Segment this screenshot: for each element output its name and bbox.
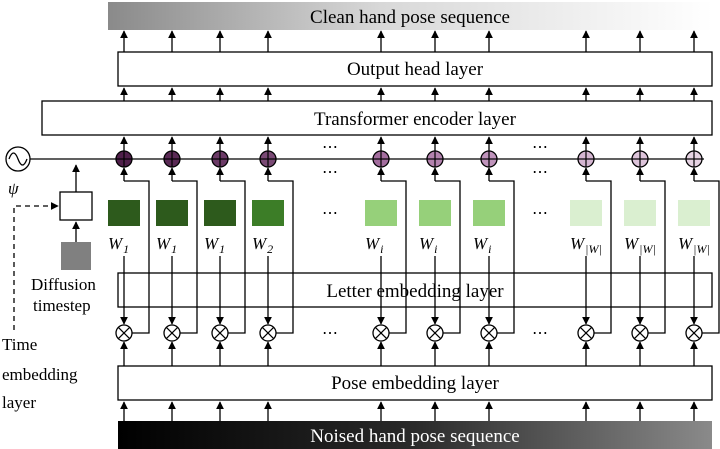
residual-bracket-0: [124, 180, 150, 334]
letter-block-2: [204, 200, 236, 226]
letter-label-main-2: W: [204, 234, 220, 253]
residual-bracket-2: [220, 180, 246, 334]
letter-label-sub-1: 1: [171, 242, 177, 256]
transformer-encoder-layer-label: Transformer encoder layer: [314, 109, 517, 130]
ellipsis-bottom-2: ⋯: [532, 325, 548, 342]
diffusion-timestep-block: [61, 242, 91, 270]
letter-block-8: [624, 200, 656, 226]
letter-label-3: W2: [252, 234, 273, 256]
multiply-node-cross-b-5: [428, 326, 442, 340]
multiply-node-cross-b-0: [117, 326, 131, 340]
residual-bracket-1: [172, 180, 198, 334]
letter-label-sub-8: |W|: [639, 242, 656, 256]
ellipsis-top-3: ⋯: [532, 139, 548, 156]
letter-label-sub-4: i: [380, 242, 383, 256]
ellipsis-bottom-1: ⋯: [322, 325, 338, 342]
letter-label-4: Wi: [365, 234, 384, 256]
multiply-node-cross-b-6: [482, 326, 496, 340]
letter-block-1: [156, 200, 188, 226]
letter-label-main-5: W: [419, 234, 435, 253]
multiply-node-cross-b-9: [687, 326, 701, 340]
residual-bracket-9: [694, 180, 720, 334]
psi-symbol: ψ: [8, 179, 19, 198]
ellipsis-top-1: ⋯: [322, 139, 338, 156]
residual-bracket-8: [640, 180, 666, 334]
letter-label-1: W1: [156, 234, 177, 256]
letter-label-sub-0: 1: [123, 242, 129, 256]
residual-bracket-6: [489, 180, 515, 334]
letter-label-9: W|W|: [678, 234, 710, 256]
clean-sequence-label: Clean hand pose sequence: [310, 7, 510, 28]
output-head-layer-box: [117, 51, 713, 87]
residual-bracket-3: [268, 180, 294, 334]
letter-block-7: [570, 200, 602, 226]
residual-bracket-4: [381, 180, 407, 334]
pose-embedding-layer-box: [117, 365, 713, 401]
ellipsis-mid-1: ⋯: [322, 205, 338, 222]
letter-embedding-layer-label: Letter embedding layer: [326, 281, 504, 302]
residual-bracket-5: [435, 180, 461, 334]
noised-sequence-banner: [118, 421, 712, 449]
time-embedding-dashed-arrow: [13, 202, 59, 330]
sine-wave-icon: [8, 152, 28, 166]
letter-label-7: W|W|: [570, 234, 602, 256]
letter-label-2: W1: [204, 234, 225, 256]
ellipsis-top-4: ⋯: [532, 164, 548, 181]
time-embedding-label-line3: layer: [2, 393, 36, 412]
letter-label-sub-7: |W|: [585, 242, 602, 256]
letter-label-sub-3: 2: [267, 242, 273, 256]
letter-label-6: Wi: [473, 234, 492, 256]
letter-label-sub-5: i: [434, 242, 437, 256]
letter-label-sub-9: |W|: [693, 242, 710, 256]
letter-label-main-4: W: [365, 234, 381, 253]
ellipsis-top-2: ⋯: [322, 164, 338, 181]
time-embedding-label-line2: embedding: [2, 365, 78, 384]
output-head-layer-label: Output head layer: [347, 59, 484, 80]
letter-embedding-layer-box: [117, 272, 713, 308]
time-embedding-label-line1: Time: [2, 335, 37, 354]
ellipsis-mid-2: ⋯: [532, 205, 548, 222]
multiply-node-cross-b-7: [579, 326, 593, 340]
multiply-node-cross-b-1: [165, 326, 179, 340]
letter-block-3: [252, 200, 284, 226]
residual-bracket-7: [586, 180, 612, 334]
letter-block-5: [419, 200, 451, 226]
letter-block-0: [108, 200, 140, 226]
letter-label-5: Wi: [419, 234, 438, 256]
letter-label-sub-2: 1: [219, 242, 225, 256]
letter-label-main-9: W: [678, 234, 694, 253]
clean-sequence-banner: [108, 2, 713, 30]
letter-label-main-0: W: [108, 234, 124, 253]
transformer-encoder-layer-box: [41, 100, 713, 136]
letter-label-main-7: W: [570, 234, 586, 253]
letter-block-9: [678, 200, 710, 226]
letter-block-4: [365, 200, 397, 226]
letter-label-main-3: W: [252, 234, 268, 253]
letter-block-6: [473, 200, 505, 226]
multiply-node-cross-b-2: [213, 326, 227, 340]
letter-label-main-8: W: [624, 234, 640, 253]
diffusion-label-line2: timestep: [33, 296, 91, 315]
letter-label-main-1: W: [156, 234, 172, 253]
letter-label-8: W|W|: [624, 234, 656, 256]
multiply-node-cross-b-8: [633, 326, 647, 340]
letter-label-sub-6: i: [488, 242, 491, 256]
pose-embedding-layer-label: Pose embedding layer: [331, 373, 499, 394]
letter-label-0: W1: [108, 234, 129, 256]
time-embedding-box: [59, 191, 93, 221]
multiply-node-cross-b-4: [374, 326, 388, 340]
letter-label-main-6: W: [473, 234, 489, 253]
noised-sequence-label: Noised hand pose sequence: [310, 426, 519, 447]
multiply-node-cross-b-3: [261, 326, 275, 340]
diffusion-label-line1: Diffusion: [31, 275, 96, 294]
